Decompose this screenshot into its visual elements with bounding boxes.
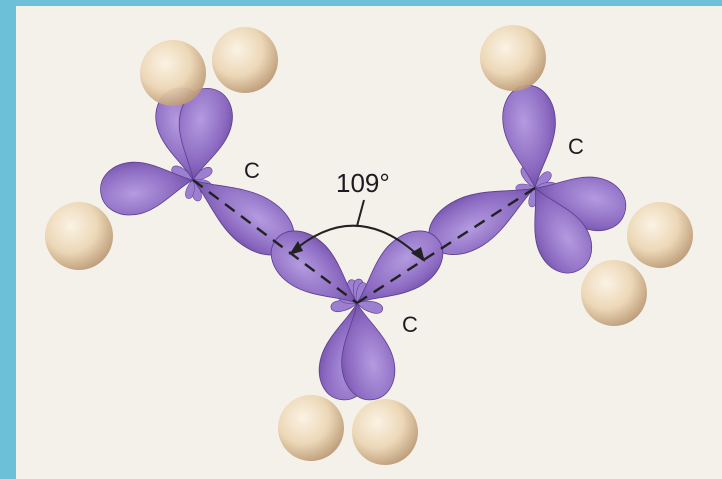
hydrogen-atom: [45, 202, 113, 270]
center-hydrogens: [278, 395, 418, 465]
hydrogen-atom: [480, 25, 546, 91]
bond-angle-label: 109°: [336, 168, 390, 198]
angle-label-leader: [357, 200, 364, 226]
hydrogen-atom: [352, 399, 418, 465]
center-carbon-group: C: [260, 219, 454, 465]
right-carbon-label: C: [568, 134, 584, 159]
center-carbon-orbitals: [260, 219, 454, 404]
hydrogen-atom: [581, 260, 647, 326]
hydrogen-atom: [278, 395, 344, 461]
left-carbon-label: C: [244, 158, 260, 183]
right-hydrogens: [480, 25, 693, 326]
right-bond-axis: [357, 188, 535, 303]
right-carbon-orbitals: [419, 83, 632, 282]
center-carbon-label: C: [402, 312, 418, 337]
hydrogen-atom: [212, 27, 278, 93]
hydrogen-atom: [140, 40, 206, 106]
right-carbon-group: C: [419, 25, 693, 326]
hydrogen-atom: [627, 202, 693, 268]
